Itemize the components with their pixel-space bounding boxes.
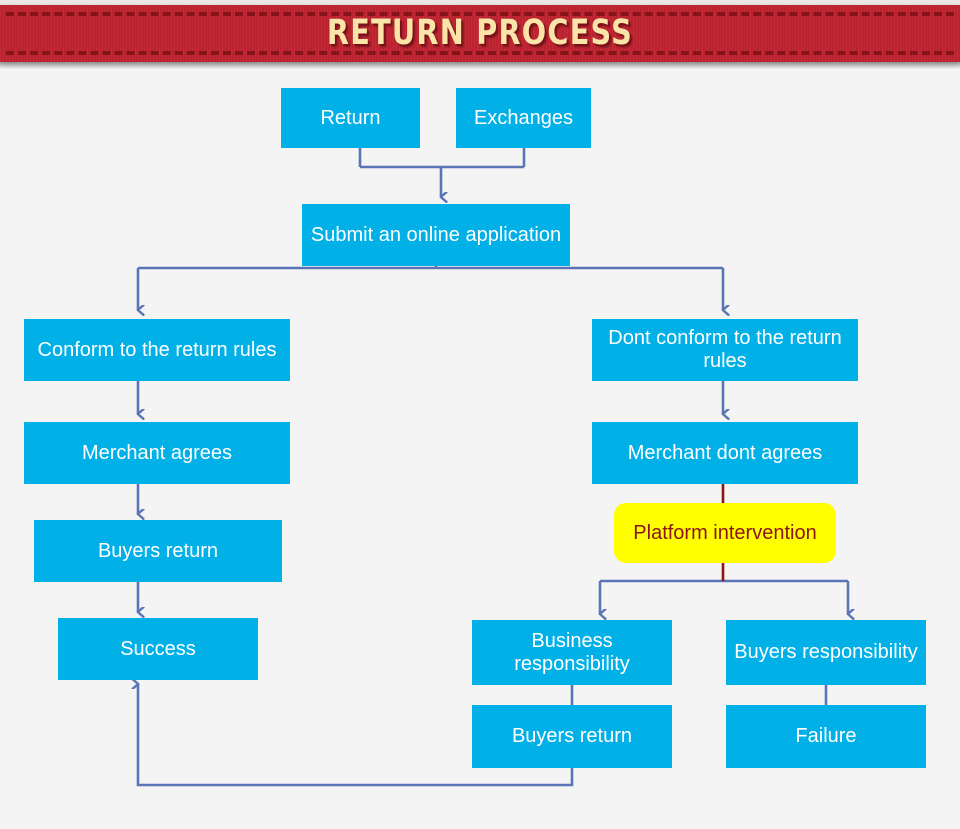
node-label: Failure: [795, 725, 857, 747]
node-label: Success: [120, 637, 196, 660]
node-label: Merchant dont agrees: [627, 441, 823, 464]
node-label: Submit an online application: [310, 223, 562, 246]
banner-dashed-line-bottom: [6, 51, 954, 55]
node-label: Conform to the return rules: [37, 338, 277, 361]
banner-top-strip: [0, 0, 960, 5]
edge-feedback-to-success: [138, 684, 574, 787]
node-dont-conform-to-return-rules[interactable]: Dont conform to the return rules: [592, 319, 858, 381]
node-merchant-agrees[interactable]: Merchant agrees: [24, 422, 290, 484]
node-business-responsibility[interactable]: Business responsibility: [472, 620, 672, 685]
flowchart-canvas: Return Exchanges Submit an online applic…: [0, 69, 960, 829]
banner-drop-shadow: [0, 62, 960, 69]
node-label: Buyers return: [511, 725, 633, 747]
node-buyers-responsibility[interactable]: Buyers responsibility: [726, 620, 926, 685]
node-success[interactable]: Success: [58, 618, 258, 680]
node-submit-online-application[interactable]: Submit an online application: [302, 204, 570, 266]
node-conform-to-return-rules[interactable]: Conform to the return rules: [24, 319, 290, 381]
node-label: Buyers responsibility: [734, 641, 918, 663]
node-label: Return: [320, 106, 381, 129]
node-buyers-return-middle[interactable]: Buyers return: [472, 705, 672, 768]
node-exchanges[interactable]: Exchanges: [456, 88, 591, 148]
node-label: Platform intervention: [633, 521, 817, 544]
node-platform-intervention[interactable]: Platform intervention: [614, 503, 836, 563]
node-failure[interactable]: Failure: [726, 705, 926, 768]
banner-dashed-line-top: [6, 12, 954, 16]
node-label: Exchanges: [474, 106, 573, 129]
node-return[interactable]: Return: [281, 88, 420, 148]
node-merchant-dont-agrees[interactable]: Merchant dont agrees: [592, 422, 858, 484]
header-banner: RETURN PROCESS: [0, 0, 960, 72]
node-label: Dont conform to the return rules: [608, 327, 842, 372]
banner-background: [0, 5, 960, 62]
node-label: Buyers return: [97, 539, 219, 562]
node-buyers-return-left[interactable]: Buyers return: [34, 520, 282, 582]
node-label: Merchant agrees: [81, 441, 233, 464]
node-label: Business responsibility: [514, 629, 630, 675]
connector-layer: [0, 148, 960, 787]
page-title: RETURN PROCESS: [326, 13, 634, 53]
